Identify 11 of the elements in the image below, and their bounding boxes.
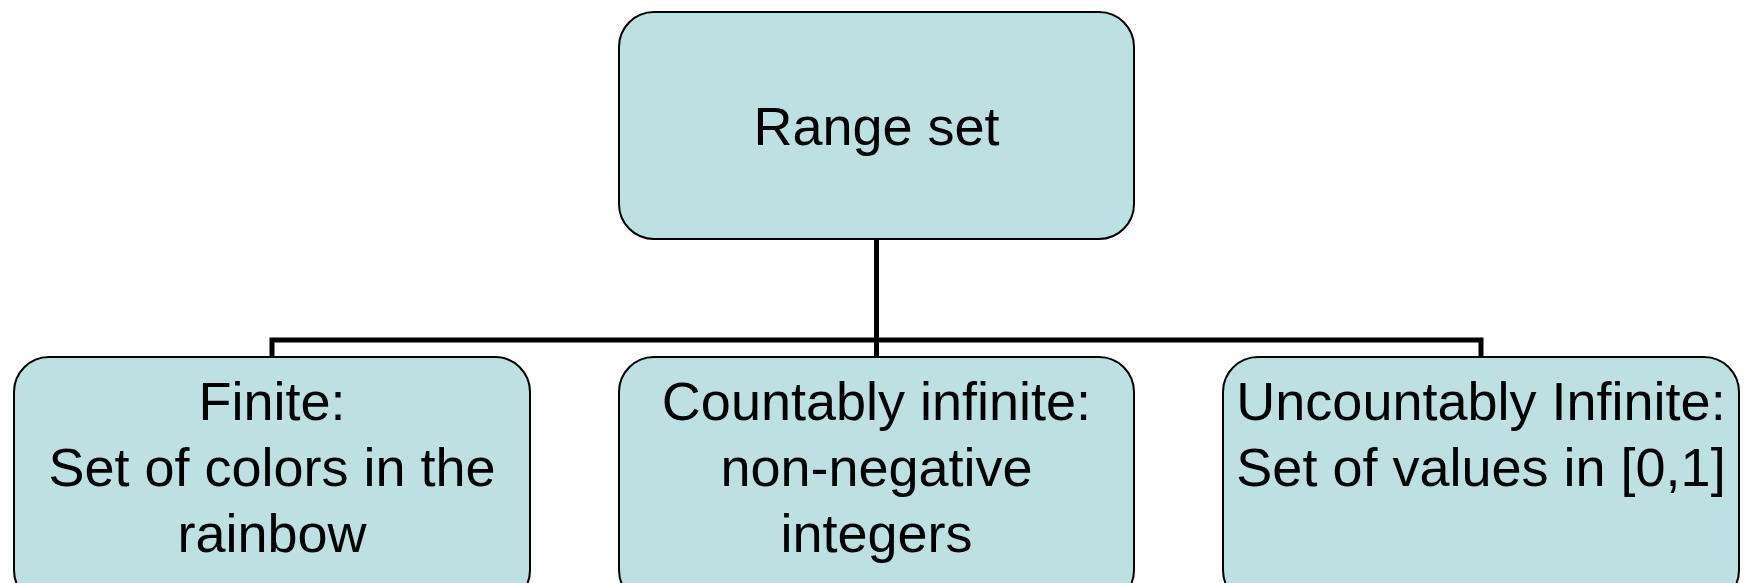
node-text: Uncountably Infinite:: [1236, 370, 1726, 433]
rounded-box: [618, 11, 1135, 240]
rounded-box: [618, 356, 1135, 583]
node-text: Set of colors in the rainbow: [47, 436, 497, 565]
node-text: non-negative integers: [719, 436, 1034, 565]
node-text: Range set: [753, 94, 1000, 158]
rounded-box: [13, 356, 531, 583]
node-text: Set of values in [0,1]: [1236, 436, 1726, 499]
node-text: Finite:: [198, 370, 346, 433]
node-text: Countably infinite:: [661, 370, 1092, 433]
rounded-box: [1222, 356, 1740, 583]
